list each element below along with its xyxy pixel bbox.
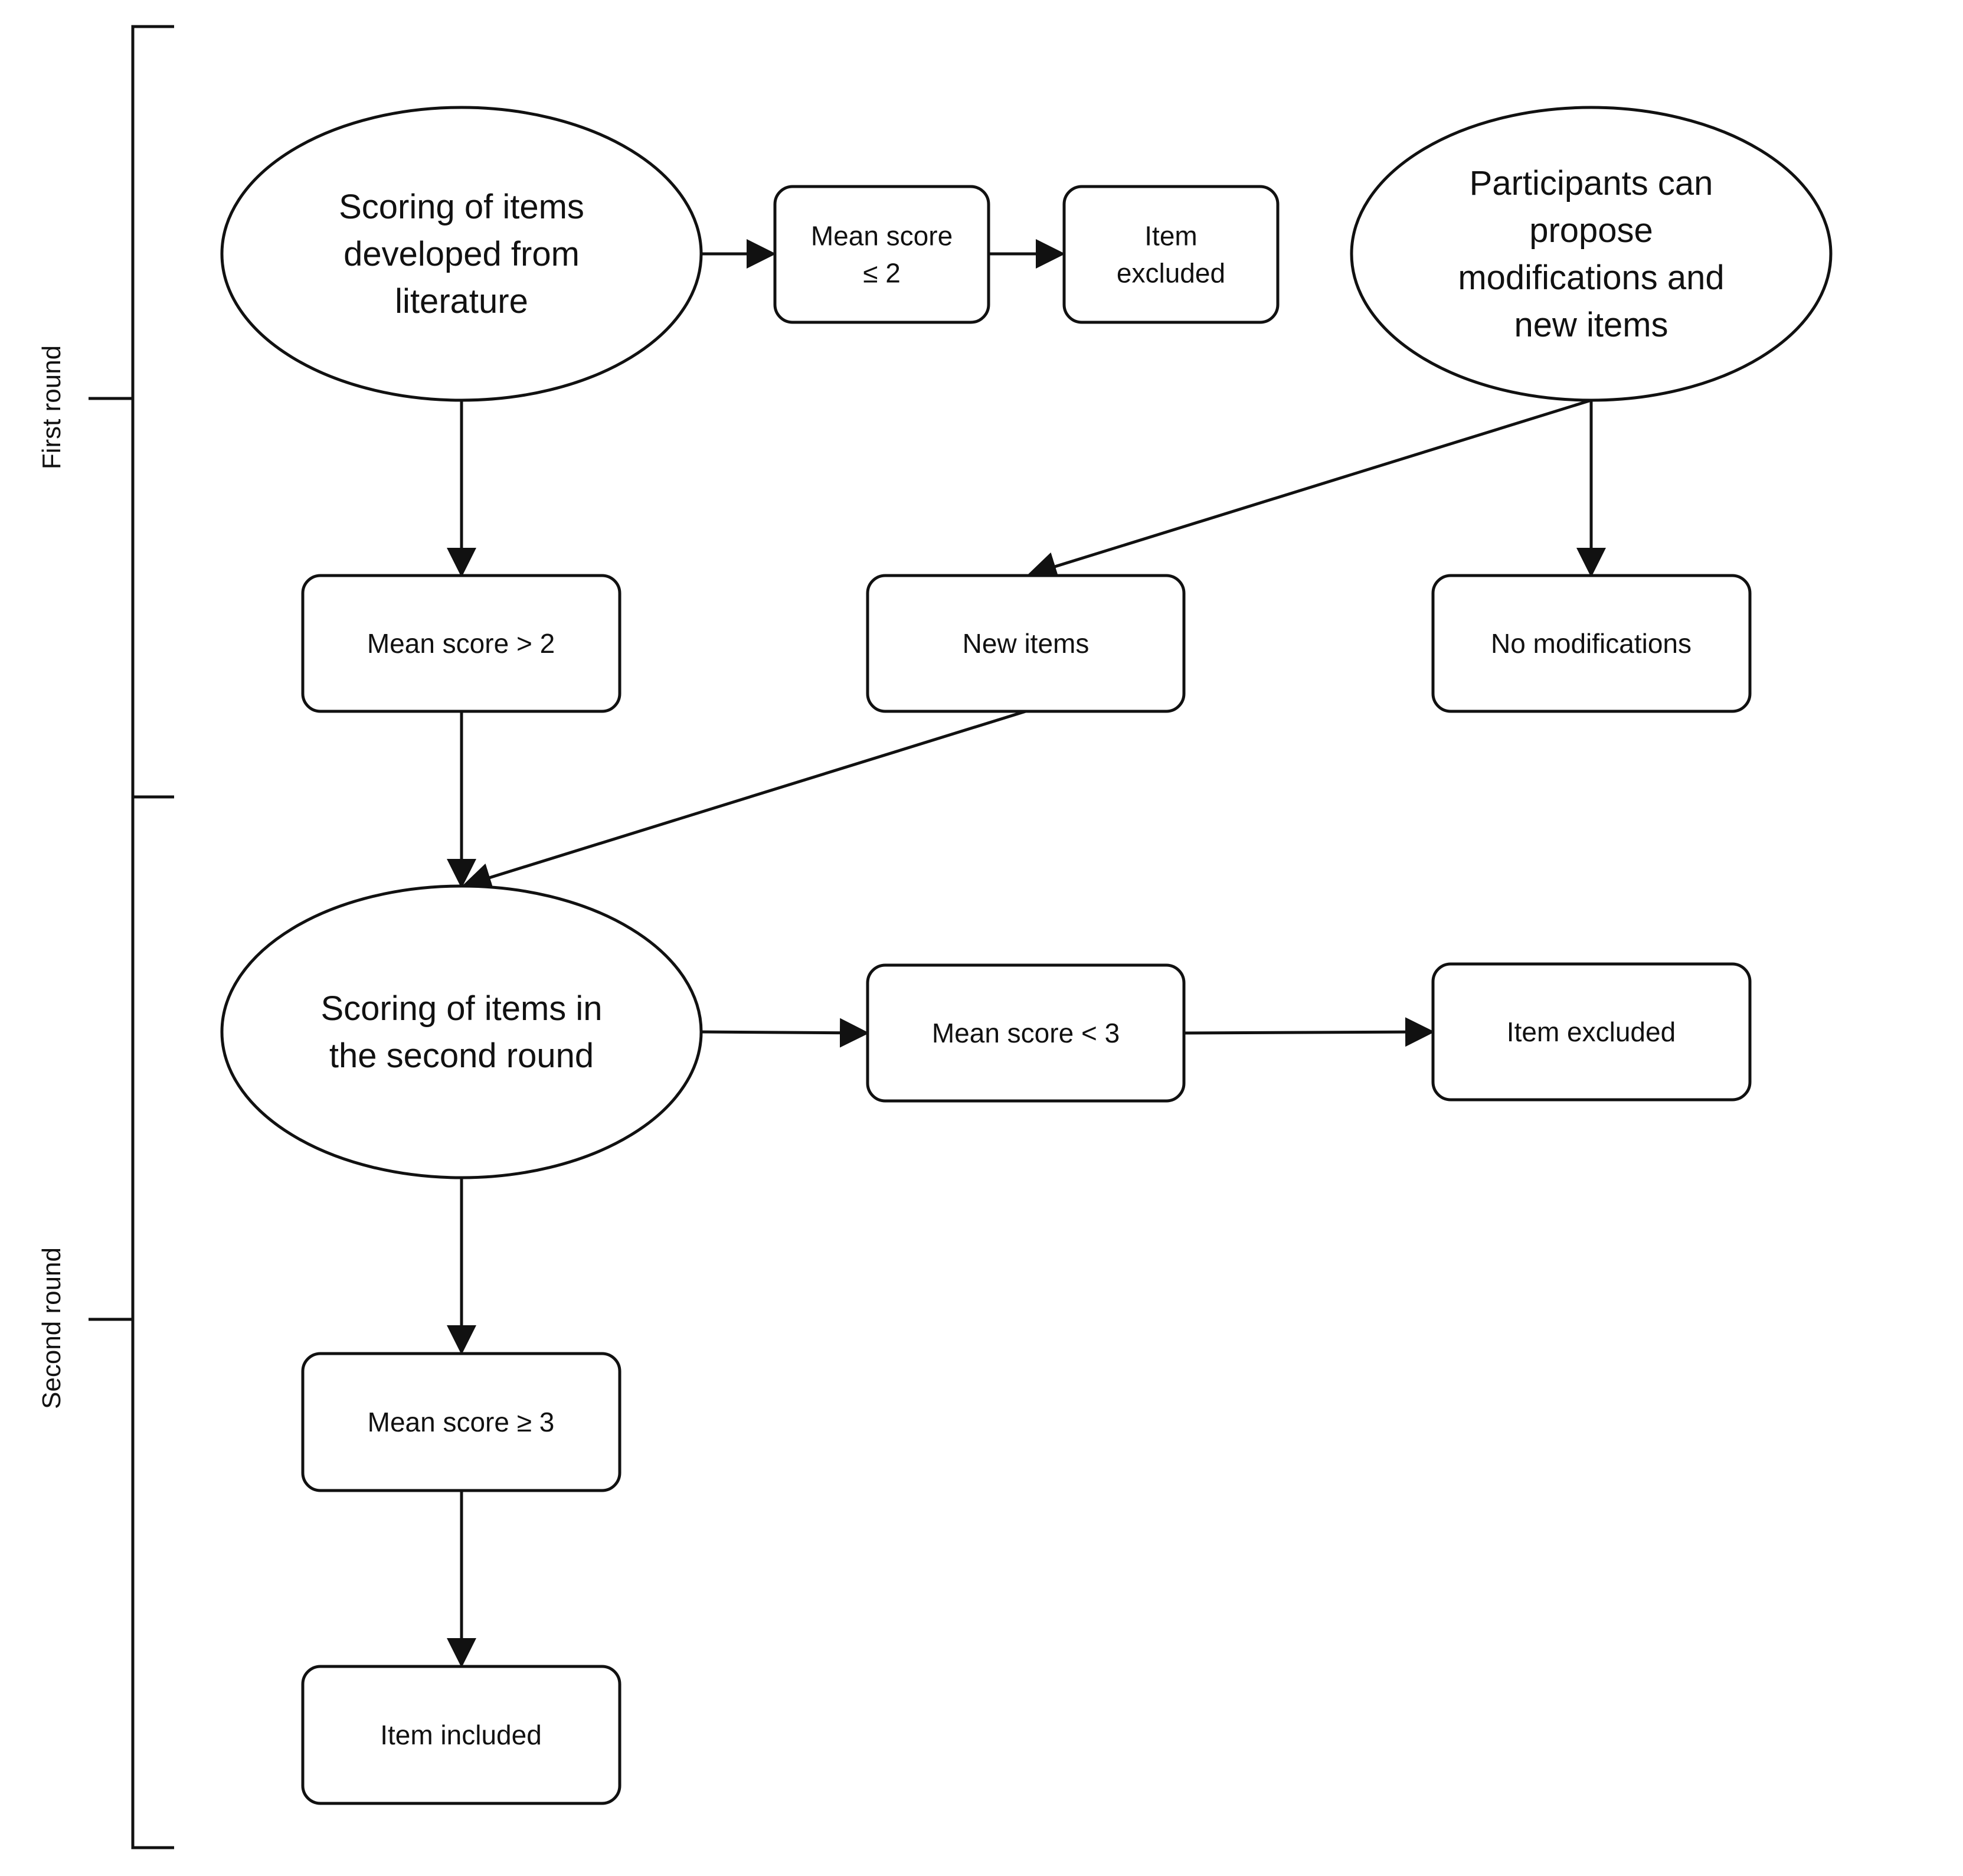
node-no-modifications: No modifications (1431, 574, 1752, 713)
mean-gt2-text: Mean score > 2 (367, 628, 555, 659)
new-items-text: New items (963, 628, 1090, 659)
item-included-text: Item included (380, 1720, 542, 1750)
node-text-line: New items (963, 628, 1090, 659)
node-mean-le2: Mean score ≤ 2 (773, 185, 990, 324)
node-text-line: Item excluded (1507, 1017, 1676, 1047)
scoring-literature-text: Scoring of items developed from literature (339, 187, 584, 320)
mean-lt3-text: Mean score < 3 (932, 1018, 1120, 1048)
node-mean-ge3: Mean score ≥ 3 (301, 1352, 621, 1492)
node-text-line: Mean score > 2 (367, 628, 555, 659)
node-new-items: New items (866, 574, 1186, 713)
mean-le2-text: Mean score ≤ 2 (811, 220, 953, 288)
node-text-line: Scoring of items (339, 187, 584, 225)
arrow-scoring-second-to-mean-lt3 (701, 1018, 869, 1048)
participants-text: Participants can propose modifications and… (1458, 164, 1724, 344)
no-modifications-text: No modifications (1491, 628, 1692, 659)
node-text-line: ≤ 2 (863, 258, 901, 289)
node-scoring-literature: Scoring of items developed from literature (220, 106, 703, 402)
mean-ge3-text: Mean score ≥ 3 (368, 1407, 555, 1437)
node-item-included: Item included (301, 1665, 621, 1805)
node-text-line: developed from (343, 235, 580, 273)
arrow-participants-to-new-items (1027, 398, 1592, 581)
phase-bracket (89, 25, 174, 1849)
node-text-line: the second round (329, 1037, 594, 1075)
second-round-label: Second round (37, 1247, 66, 1409)
node-text-line: modifications and (1458, 259, 1724, 297)
node-text-line: Mean score ≥ 3 (368, 1407, 555, 1437)
node-text-line: Item included (380, 1720, 542, 1750)
node-text-line: Scoring of items in (320, 989, 602, 1027)
item-excluded-1-text: Item excluded (1117, 220, 1225, 288)
node-text-line: propose (1529, 211, 1653, 249)
arrow-mean-lt3-to-excluded (1183, 1017, 1435, 1047)
scoring-second-text: Scoring of items in the second round (320, 989, 602, 1074)
first-round-label: First round (37, 345, 66, 469)
node-mean-lt3: Mean score < 3 (866, 963, 1186, 1103)
node-text-line: Mean score < 3 (932, 1018, 1120, 1048)
node-item-excluded-1: Item excluded (1062, 185, 1280, 324)
node-text-line: No modifications (1491, 628, 1692, 659)
node-participants: Participants can propose modifications and… (1350, 106, 1833, 402)
node-text-line: Mean score (811, 220, 953, 251)
item-excluded-2-text: Item excluded (1507, 1017, 1676, 1047)
bracket-spine (131, 25, 174, 1849)
node-item-excluded-2: Item excluded (1431, 962, 1752, 1102)
connectors (447, 239, 1606, 1668)
arrow-new-items-to-scoring-second (462, 710, 1026, 892)
node-text-line: literature (395, 282, 528, 321)
node-text-line: Item (1144, 220, 1197, 251)
node-text-line: Participants can (1470, 164, 1713, 202)
node-mean-gt2: Mean score > 2 (301, 574, 621, 713)
node-text-line: excluded (1117, 258, 1225, 289)
node-scoring-second: Scoring of items in the second round (220, 884, 703, 1179)
node-text-line: new items (1514, 306, 1668, 344)
